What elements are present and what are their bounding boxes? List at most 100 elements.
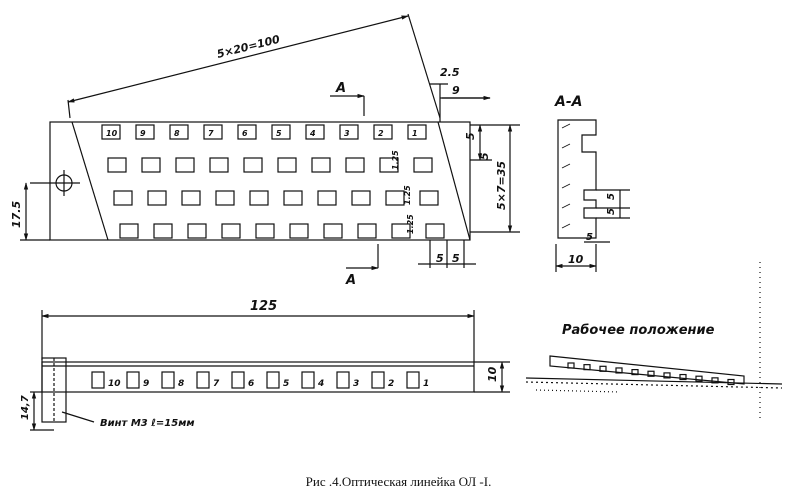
front-cell-number: 4 xyxy=(317,379,324,389)
cell-window xyxy=(425,223,445,239)
front-cell-number: 1 xyxy=(423,379,429,389)
tilted-cell xyxy=(663,372,671,379)
working-position-title: Рабочее положение xyxy=(562,323,715,338)
cell-number: 8 xyxy=(174,129,180,138)
cell-window xyxy=(119,223,139,239)
top-view: 10 9 8 7 6 5 4 3 2 1 xyxy=(20,13,520,271)
cell-window xyxy=(147,190,167,206)
screw-note: Винт М3 ℓ=15мм xyxy=(100,418,195,429)
cell-window xyxy=(271,124,291,140)
figure-caption: Рис .4.Оптическая линейка ОЛ -I. xyxy=(305,474,492,489)
cell-window xyxy=(135,124,155,140)
dim-5x7-label: 5×7=35 xyxy=(495,161,508,210)
cell-window xyxy=(215,190,235,206)
cell-window xyxy=(209,157,229,173)
front-dim-14-7: 14,7 xyxy=(20,395,31,420)
cell-window xyxy=(351,190,371,206)
section-dim-10: 10 xyxy=(568,253,584,266)
tilted-cell xyxy=(615,367,623,374)
front-cell-number: 5 xyxy=(283,379,289,389)
front-cell xyxy=(371,371,385,389)
base-surface xyxy=(525,377,783,385)
ruler-plate-outline xyxy=(49,121,471,241)
cell-window xyxy=(379,157,399,173)
front-dim-10: 10 xyxy=(486,366,499,382)
cell-window xyxy=(413,157,433,173)
dim-5-b-label: 5 xyxy=(478,152,491,160)
tilted-cell xyxy=(599,365,607,372)
section-profile xyxy=(557,119,597,239)
cell-window xyxy=(107,157,127,173)
tilted-ruler xyxy=(549,355,745,385)
cell-window xyxy=(113,190,133,206)
front-cell xyxy=(196,371,210,389)
cell-window xyxy=(153,223,173,239)
cell-number: 9 xyxy=(140,129,146,138)
cell-number: 5 xyxy=(276,129,282,138)
cell-window xyxy=(175,157,195,173)
cell-number: 10 xyxy=(106,129,118,138)
front-cell xyxy=(161,371,175,389)
front-cell xyxy=(91,371,105,389)
front-cell xyxy=(231,371,245,389)
cell-grid: 10 9 8 7 6 5 4 3 2 1 xyxy=(101,124,445,239)
cell-window xyxy=(243,157,263,173)
tilted-cell xyxy=(567,362,575,369)
section-dim-5a: 5 xyxy=(606,193,617,200)
tilted-cell xyxy=(631,369,639,376)
cell-window xyxy=(277,157,297,173)
cell-window xyxy=(141,157,161,173)
cell-window xyxy=(255,223,275,239)
front-cell xyxy=(301,371,315,389)
cell-number: 7 xyxy=(208,129,214,138)
tilted-cell xyxy=(679,373,687,381)
cell-window xyxy=(317,190,337,206)
cell-window xyxy=(289,223,309,239)
cell-window xyxy=(101,124,121,140)
section-mark-bottom: A xyxy=(345,273,356,288)
slanted-edge-right xyxy=(437,121,471,241)
front-cell-number: 3 xyxy=(353,379,359,389)
front-cell xyxy=(266,371,280,389)
cell-window xyxy=(249,190,269,206)
section-title: А-А xyxy=(554,94,582,110)
cell-window xyxy=(169,124,189,140)
working-position-view xyxy=(525,262,783,420)
cell-window xyxy=(373,124,393,140)
front-dim-125: 125 xyxy=(250,299,277,314)
front-cell-number: 8 xyxy=(178,379,184,389)
cell-window xyxy=(345,157,365,173)
cell-number: 1 xyxy=(412,129,418,138)
cell-number: 6 xyxy=(242,129,248,138)
cell-window xyxy=(339,124,359,140)
tilted-cell xyxy=(695,375,703,382)
section-mark-top: A xyxy=(335,81,346,96)
section-dim-5c: 5 xyxy=(586,232,593,243)
cell-window xyxy=(385,190,405,206)
cell-window xyxy=(323,223,343,239)
cell-number: 2 xyxy=(378,129,384,138)
front-cell xyxy=(126,371,140,389)
front-cell-number: 6 xyxy=(248,379,254,389)
section-dim-5b: 5 xyxy=(606,208,617,215)
tilted-cell xyxy=(583,364,591,371)
front-cell-number: 7 xyxy=(213,379,220,389)
dim-bottom-5a-label: 5 xyxy=(436,252,444,265)
cell-window xyxy=(419,190,439,206)
cell-window xyxy=(181,190,201,206)
front-cell xyxy=(336,371,350,389)
cell-window xyxy=(203,124,223,140)
cell-window xyxy=(305,124,325,140)
cell-number: 4 xyxy=(309,129,316,138)
dim-bottom-5b-label: 5 xyxy=(452,252,460,265)
cell-window xyxy=(357,223,377,239)
cell-window xyxy=(407,124,427,140)
dim-125-b-label: 1.25 xyxy=(403,185,412,205)
cell-number: 3 xyxy=(344,129,350,138)
dim-5-a-label: 5 xyxy=(464,132,477,140)
tilted-cell xyxy=(727,378,735,386)
front-cell-number: 9 xyxy=(143,379,149,389)
